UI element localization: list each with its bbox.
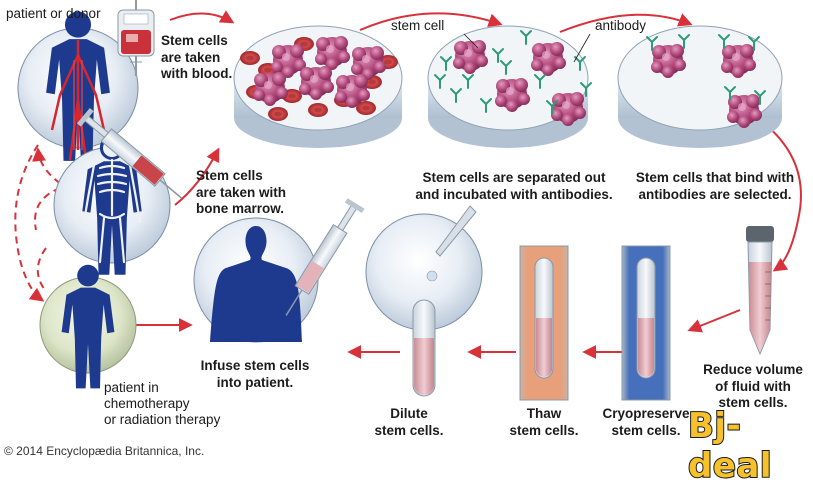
skeleton-bone-marrow-figure — [53, 135, 171, 275]
watermark-logo: Bj-deal — [687, 405, 773, 486]
cryopreserve-panel — [621, 245, 671, 401]
dilute-label: Dilute stem cells. — [374, 406, 444, 438]
taken-with-blood-label: Stem cells are taken with blood. — [161, 33, 233, 81]
centrifuge-tube-icon — [746, 226, 774, 356]
bone-marrow-syringe-icon — [76, 108, 182, 199]
antibody-label: antibody — [595, 18, 647, 33]
copyright-notice: © 2014 Encyclopædia Britannica, Inc. — [4, 444, 205, 458]
infuse-label: Infuse stem cells into patient. — [200, 358, 310, 390]
thaw-panel — [519, 245, 569, 401]
chemotherapy-patient-figure — [39, 264, 137, 389]
blood-bag-icon — [117, 0, 155, 76]
selected-cells-dish — [617, 25, 783, 148]
antibody-incubation-dish — [427, 25, 592, 148]
separated-incubated-label: Stem cells are separated out and incubat… — [415, 170, 613, 202]
blood-sample-dish — [233, 25, 403, 148]
bind-selected-label: Stem cells that bind with antibodies are… — [635, 170, 795, 202]
chemotherapy-patient-label: patient in chemotherapy or radiation the… — [104, 380, 221, 427]
cryopreserve-label: Cryopreserve stem cells. — [602, 406, 690, 438]
infusion-syringe-icon — [285, 198, 365, 316]
diagram-illustration — [14, 0, 802, 401]
thaw-label: Thaw stem cells. — [509, 406, 579, 438]
reduce-volume-label: Reduce volume of fluid with stem cells. — [703, 362, 803, 410]
stem-cell-label: stem cell — [391, 18, 445, 33]
patient-donor-label: patient or donor — [6, 6, 101, 21]
donor-circulation-figure — [17, 11, 139, 161]
stem-cell-diagram: patient or donor Stem cells are taken wi… — [4, 0, 803, 486]
dilute-cells-figure — [365, 205, 483, 397]
taken-with-marrow-label: Stem cells are taken with bone marrow. — [196, 168, 287, 216]
